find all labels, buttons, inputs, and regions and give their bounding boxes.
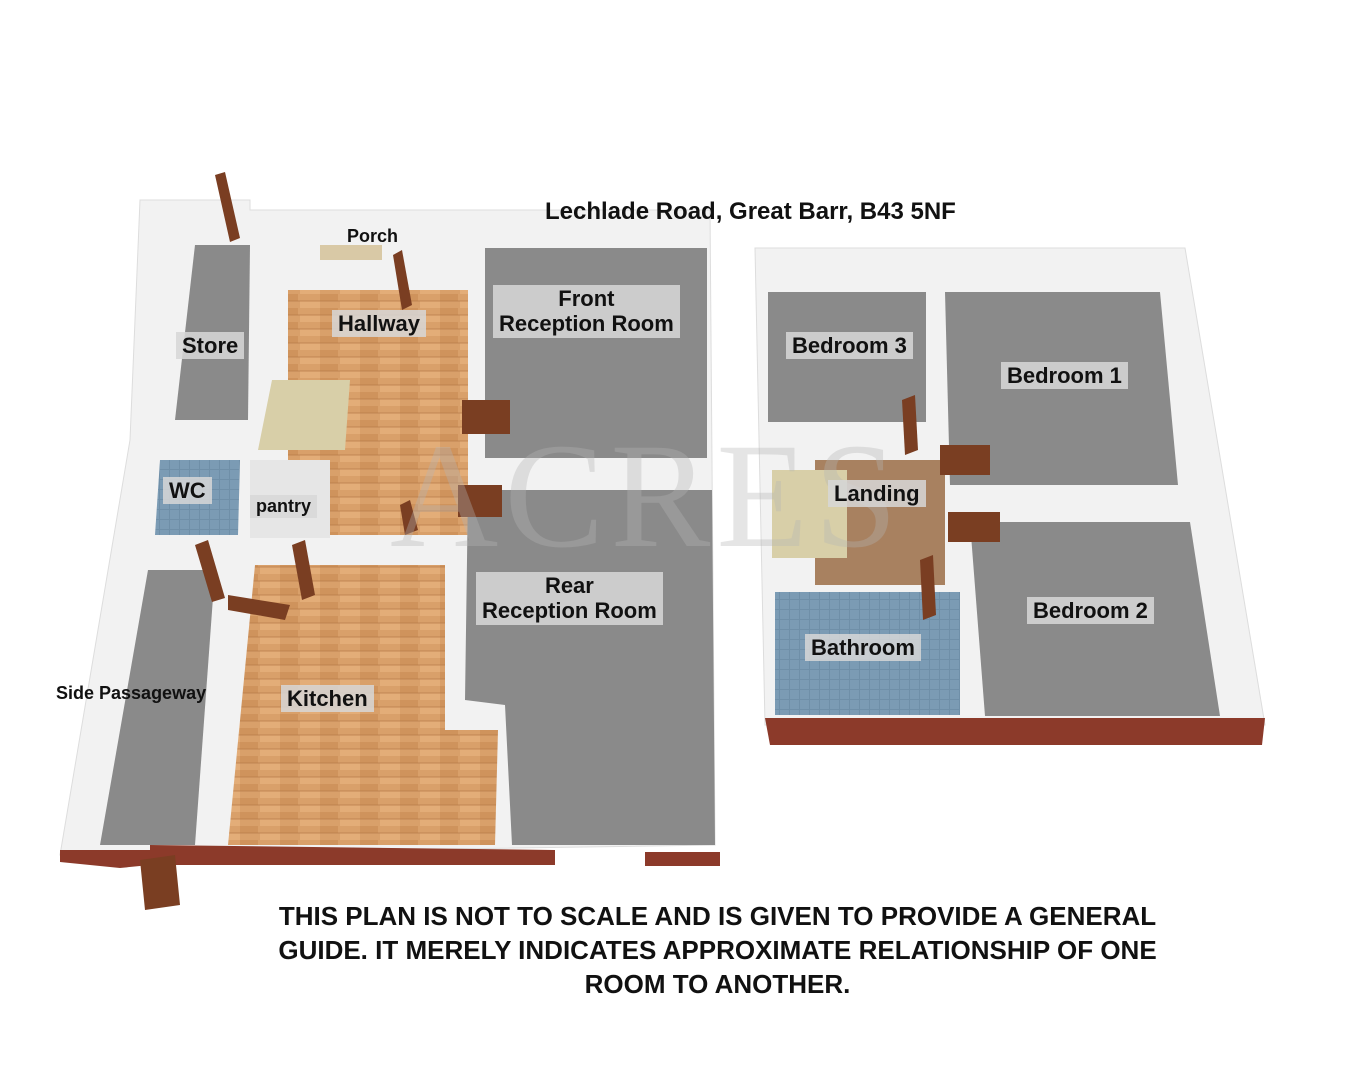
property-address-title: Lechlade Road, Great Barr, B43 5NF xyxy=(545,198,956,225)
disclaimer-line-3: ROOM TO ANOTHER. xyxy=(584,968,851,999)
watermark-logo: ACRES xyxy=(390,413,904,579)
label-bathroom: Bathroom xyxy=(805,634,921,662)
door[interactable] xyxy=(940,445,990,475)
label-front-reception-line1: Front xyxy=(558,286,615,311)
porch-floor xyxy=(320,245,382,260)
label-bedroom1: Bedroom 1 xyxy=(1001,362,1128,390)
disclaimer-line-1: THIS PLAN IS NOT TO SCALE AND IS GIVEN T… xyxy=(278,901,1157,931)
label-side-passageway: Side Passageway xyxy=(56,683,207,703)
label-bedroom3: Bedroom 3 xyxy=(786,332,913,360)
brick-base-ground-right xyxy=(645,852,720,866)
door[interactable] xyxy=(948,512,1000,542)
doors xyxy=(140,172,1000,910)
door[interactable] xyxy=(292,540,315,600)
door[interactable] xyxy=(902,395,918,455)
ground-floor xyxy=(59,199,720,868)
brick-base-ground xyxy=(60,845,555,868)
door[interactable] xyxy=(228,595,290,620)
label-wc: WC xyxy=(163,477,212,505)
disclaimer-text: THIS PLAN IS NOT TO SCALE AND IS GIVEN T… xyxy=(230,900,1205,1001)
door[interactable] xyxy=(920,555,936,620)
label-pantry: pantry xyxy=(250,495,318,518)
door[interactable] xyxy=(458,485,502,517)
label-rear-reception-line2: Reception Room xyxy=(482,598,657,624)
label-bedroom2: Bedroom 2 xyxy=(1027,597,1154,625)
door[interactable] xyxy=(393,250,412,310)
brick-base-first xyxy=(765,718,1265,745)
door[interactable] xyxy=(195,540,225,602)
first-floor xyxy=(754,247,1266,745)
stairs xyxy=(258,380,350,450)
label-front-reception-line2: Reception Room xyxy=(499,311,674,337)
door[interactable] xyxy=(462,400,510,434)
label-porch: Porch xyxy=(347,226,399,246)
door[interactable] xyxy=(140,855,180,910)
label-rear-reception-line1: Rear xyxy=(544,573,594,598)
label-rear-reception: Rear Reception Room xyxy=(476,572,663,625)
label-front-reception: Front Reception Room xyxy=(493,285,680,338)
side-passageway-floor xyxy=(100,570,215,845)
disclaimer-line-2: GUIDE. IT MERELY INDICATES APPROXIMATE R… xyxy=(278,934,1157,965)
door[interactable] xyxy=(215,172,240,242)
label-store: Store xyxy=(176,332,245,360)
label-landing: Landing xyxy=(828,480,926,508)
label-kitchen: Kitchen xyxy=(281,685,374,713)
front-reception-floor xyxy=(485,248,707,458)
door[interactable] xyxy=(400,500,418,535)
label-hallway: Hallway xyxy=(332,310,426,338)
